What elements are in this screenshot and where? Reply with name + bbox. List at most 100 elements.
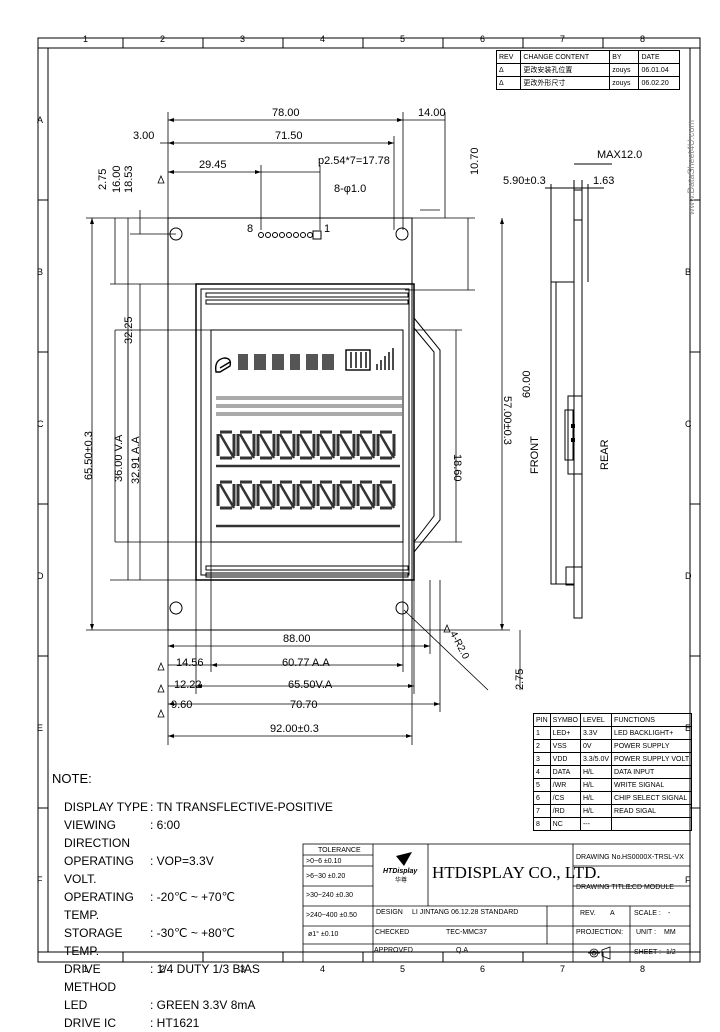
dim-32-25: 32.25 xyxy=(123,316,135,344)
pin-cell: CHIP SELECT SIGNAL xyxy=(611,791,693,805)
company-logo-icon xyxy=(396,852,412,866)
title-block-frame xyxy=(302,843,691,963)
pin-cell: LED BACKLIGHT+ xyxy=(611,726,693,740)
dim-70-70: 70.70 xyxy=(290,699,318,711)
projection-icon xyxy=(588,946,611,960)
tolerance-row: >6~30 ±0.20 xyxy=(306,873,346,880)
dim-29-45: 29.45 xyxy=(199,159,227,171)
dim-1-63: 1.63 xyxy=(593,175,615,187)
pin-cell xyxy=(611,817,693,831)
unit-label: UNIT : xyxy=(636,929,657,936)
note-item: DISPLAY TYPE: TN TRANSFLECTIVE-POSITIVE xyxy=(64,798,333,816)
scale-label: SCALE : xyxy=(634,910,661,917)
column-label: 6 xyxy=(480,34,486,44)
note-label: VIEWING DIRECTION xyxy=(64,818,130,850)
pcb-outline xyxy=(167,217,413,631)
revision-header-cell: BY xyxy=(609,50,640,64)
note-label: OPERATING TEMP. xyxy=(64,890,134,922)
pin-cell: 7 xyxy=(533,804,551,818)
row-label: D xyxy=(685,571,692,581)
checked-label: CHECKED xyxy=(375,929,410,936)
pin-cell: POWER SUPPLY xyxy=(611,739,693,753)
revision-header-cell: CHANGE CONTENT xyxy=(520,50,611,64)
column-label: 5 xyxy=(400,34,406,44)
dim-71-50: 71.50 xyxy=(275,130,303,142)
column-label: 2 xyxy=(160,34,166,44)
pin-cell: 5 xyxy=(533,778,551,792)
revision-row: Δ 更改安装孔位置 zouys 06.01.04 xyxy=(495,63,680,77)
drawing-title: LCD MODULE xyxy=(628,884,674,891)
row-label: B xyxy=(685,267,692,277)
pin-cell: 3 xyxy=(533,752,551,766)
dim-65-50: 65.50±0.3 xyxy=(83,431,95,480)
pin-cell: 3.3/5.0V xyxy=(579,752,613,766)
tolerance-row: ø1° ±0.10 xyxy=(308,931,339,938)
pin-cell: 0V xyxy=(579,739,613,753)
column-label: 7 xyxy=(560,34,566,44)
row-label: B xyxy=(37,267,44,277)
note-value: : -30℃ ~ +80℃ xyxy=(150,926,235,940)
design-value: LI JINTANG 06.12.28 STANDARD xyxy=(412,909,519,916)
revision-cell: 更改安装孔位置 xyxy=(520,63,611,77)
note-label: LED xyxy=(64,998,88,1012)
dim-2-75: 2.75 xyxy=(97,168,109,190)
note-value: : GREEN 3.3V 8mA xyxy=(150,998,256,1012)
drawing-no: HS0000X-TRSL-VX xyxy=(622,854,684,861)
pin-cell: NC xyxy=(549,817,581,831)
column-label: 4 xyxy=(320,34,326,44)
revision-row: Δ 更改外形尺寸 zouys 06.02.20 xyxy=(495,76,680,90)
column-label: 2 xyxy=(160,964,166,974)
dim-14-56: 14.56 xyxy=(176,657,204,669)
row-label: D xyxy=(37,571,44,581)
pin-cell: 3.3V xyxy=(579,726,613,740)
drawing-no-label: DRAWING No. xyxy=(576,854,623,861)
pin-cell: 1 xyxy=(533,726,551,740)
dimension-arrows xyxy=(90,118,504,738)
lcd-segments xyxy=(214,348,402,528)
pin-header-cell: LEVEL xyxy=(579,713,613,727)
sheet-value: 1/2 xyxy=(666,949,676,956)
pin-cell: LED+ xyxy=(549,726,581,740)
dim-holes: 8-φ1.0 xyxy=(334,183,367,195)
pin-1-label: 1 xyxy=(324,223,331,235)
revision-header-cell: REV xyxy=(495,50,522,64)
dim-65-50-va: 65.50V.A xyxy=(288,679,333,691)
revision-cell: 06.01.04 xyxy=(638,63,680,77)
pin-cell: H/L xyxy=(579,778,613,792)
revision-header-row: REV CHANGE CONTENT BY DATE xyxy=(495,50,680,64)
revision-cell: zouys xyxy=(609,63,640,77)
pin-cell: VSS xyxy=(549,739,581,753)
dim-12-22: 12.22 xyxy=(174,679,202,691)
pin-header-cell: FUNCTIONS xyxy=(611,713,693,727)
tolerance-row: >240~400 ±0.50 xyxy=(306,912,357,919)
column-label: 4 xyxy=(320,964,326,974)
pin-cell: --- xyxy=(579,817,613,831)
pin-header-row: PIN SYMBO LEVEL FUNCTIONS xyxy=(533,713,693,727)
dim-78: 78.00 xyxy=(272,107,300,119)
dim-9-60: 9.60 xyxy=(171,699,193,711)
dim-36-va: 36.00 V.A xyxy=(113,434,125,482)
revision-table: REV CHANGE CONTENT BY DATE Δ 更改安装孔位置 zou… xyxy=(495,50,680,90)
pin-cell: /WR xyxy=(549,778,581,792)
row-label: C xyxy=(37,419,44,429)
note-label: DRIVE METHOD xyxy=(64,962,116,994)
lcd-panel xyxy=(195,283,441,581)
pin-cell: 6 xyxy=(533,791,551,805)
pin-8-label: 8 xyxy=(247,223,254,235)
column-label: 8 xyxy=(640,34,646,44)
notes-list: DISPLAY TYPE: TN TRANSFLECTIVE-POSITIVE … xyxy=(64,798,333,1032)
pin-cell: H/L xyxy=(579,804,613,818)
rev-label: REV. xyxy=(580,910,596,917)
pin-cell: /RD xyxy=(549,804,581,818)
pin-cell: VDD xyxy=(549,752,581,766)
dim-60: 60.00 xyxy=(521,370,533,398)
dim-92: 92.00±0.3 xyxy=(270,723,319,735)
pin-cell: 8 xyxy=(533,817,551,831)
